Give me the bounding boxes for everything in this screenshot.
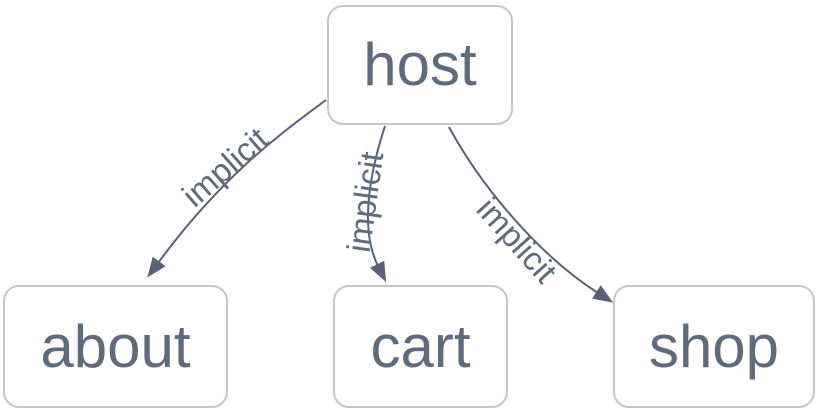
node-cart-label: cart: [370, 312, 471, 380]
node-about-label: about: [40, 312, 191, 380]
edge-label-host-cart: implicit: [340, 149, 391, 254]
node-about: about: [3, 285, 228, 408]
edge-label-host-shop: implicit: [470, 190, 565, 290]
edge-host-about: [147, 99, 327, 278]
edge-label-host-about: implicit: [175, 120, 275, 214]
node-host: host: [327, 5, 513, 125]
node-shop: shop: [613, 285, 815, 408]
edge-host-cart: [367, 125, 387, 283]
node-host-label: host: [363, 31, 477, 98]
edge-host-shop: [448, 126, 614, 303]
node-shop-label: shop: [648, 312, 780, 380]
node-cart: cart: [333, 285, 508, 408]
